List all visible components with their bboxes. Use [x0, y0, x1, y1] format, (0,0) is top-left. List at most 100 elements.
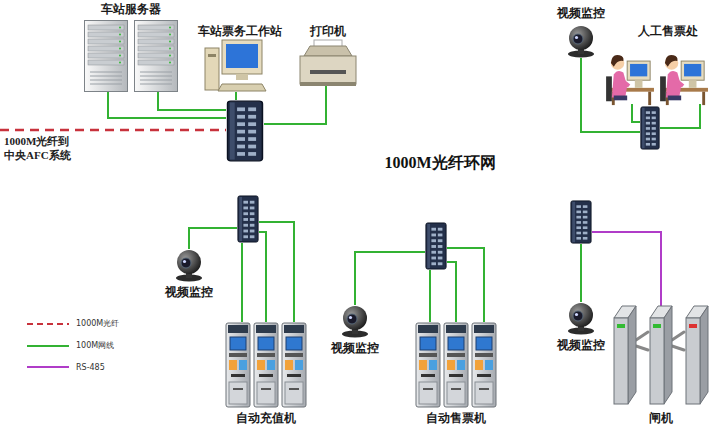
camera-icon — [568, 303, 594, 335]
network-wire — [632, 104, 640, 122]
legend-row: 1000M光纤 — [26, 318, 119, 329]
network-wire — [235, 92, 237, 100]
gate-icon — [614, 318, 628, 404]
ticket-office-icon — [606, 55, 654, 105]
gate-icon — [628, 306, 636, 404]
legend-line — [26, 362, 70, 372]
node-label: 视频监控 — [331, 341, 379, 355]
workstation-icon — [236, 74, 248, 80]
switch-icon — [228, 101, 660, 269]
legend-line — [27, 323, 69, 325]
network-wire — [241, 243, 243, 322]
ring-network: 1000M光纤环网 — [165, 93, 715, 233]
gate-icon — [636, 346, 648, 350]
node-label: 自动售票机 — [426, 411, 486, 425]
workstation-icon — [222, 40, 262, 74]
switch-icon — [641, 107, 659, 149]
switch-icon — [228, 101, 263, 161]
kiosk-icon — [226, 323, 496, 407]
network-wire — [429, 270, 431, 322]
node-label: 视频监控 — [557, 338, 605, 352]
workstation-icon — [205, 40, 266, 91]
network-wire — [259, 222, 294, 322]
camera-icon — [568, 26, 594, 58]
gate-icon — [650, 318, 664, 404]
node-label: 自动充值机 — [236, 411, 296, 425]
rs485-wire — [592, 232, 661, 306]
server-icon — [85, 21, 178, 92]
switch-icon — [571, 201, 591, 243]
legend-row: RS-485 — [26, 362, 105, 372]
camera-icon — [176, 250, 202, 282]
gate-icon — [653, 324, 661, 328]
node-label: 视频监控 — [557, 6, 605, 20]
device-node: 车站票务工作站 — [196, 24, 284, 38]
device-node: 人工售票处 — [636, 24, 700, 38]
node-label: 车站服务器 — [101, 2, 161, 16]
device-node: 视频监控 — [163, 285, 215, 299]
gate-icon — [672, 332, 684, 340]
ticket-office-icon — [606, 55, 708, 105]
legend-text: 1000M光纤 — [76, 318, 119, 329]
server-icon — [135, 21, 178, 92]
workstation-icon — [205, 48, 219, 90]
kiosk-icon — [254, 323, 278, 407]
legend-line — [26, 319, 70, 329]
legend-line — [27, 345, 69, 347]
device-node: 打印机 — [308, 24, 348, 38]
device-node: 视频监控 — [555, 338, 607, 352]
legend-row: 100M网线 — [26, 340, 114, 351]
device-node: 自动售票机 — [424, 411, 488, 425]
server-icon — [85, 21, 128, 92]
printer-icon — [300, 56, 356, 84]
network-wire — [264, 86, 326, 124]
kiosk-icon — [444, 323, 468, 407]
legend-line — [26, 341, 70, 351]
gate-icon — [700, 306, 708, 404]
uplink-label: 1000M光纤到 中央AFC系统 — [4, 134, 86, 162]
workstation-icon — [218, 84, 266, 91]
legend-text: 100M网线 — [76, 340, 114, 351]
network-wire — [660, 104, 700, 128]
ring-outline — [167, 95, 713, 231]
node-label: 车站票务工作站 — [198, 24, 282, 38]
switch-icon — [426, 223, 446, 269]
gate-icon — [686, 318, 700, 404]
network-wire — [447, 262, 456, 322]
device-node: 视频监控 — [555, 6, 607, 20]
device-node: 自动充值机 — [234, 411, 298, 425]
gate-icon — [614, 306, 708, 404]
workstation-icon — [208, 54, 216, 57]
gate-icon — [689, 324, 697, 328]
node-label: 闸机 — [649, 411, 673, 425]
device-node: 闸机 — [647, 411, 675, 425]
node-label: 人工售票处 — [638, 24, 698, 38]
node-label: 视频监控 — [165, 285, 213, 299]
gate-icon — [664, 306, 672, 404]
gate-icon — [617, 324, 625, 328]
network-wire — [158, 92, 226, 110]
network-wire — [580, 244, 582, 302]
camera-icon — [176, 26, 594, 338]
gate-icon — [672, 346, 684, 350]
printer-icon — [304, 46, 352, 56]
printer-icon — [300, 82, 356, 86]
network-wire — [447, 248, 484, 322]
printer-icon — [310, 70, 346, 74]
kiosk-icon — [226, 323, 250, 407]
kiosk-icon — [472, 323, 496, 407]
node-label: 打印机 — [310, 24, 346, 38]
legend-line — [27, 366, 69, 368]
node-label: 1000M光纤环网 — [384, 153, 495, 173]
network-wire — [108, 92, 226, 118]
gate-icon — [636, 332, 648, 340]
kiosk-icon — [416, 323, 440, 407]
network-wire — [189, 228, 237, 249]
camera-icon — [342, 306, 368, 338]
network-wire — [259, 232, 266, 322]
workstation-icon — [226, 44, 258, 68]
printer-icon — [300, 40, 356, 86]
network-wire — [355, 252, 425, 305]
